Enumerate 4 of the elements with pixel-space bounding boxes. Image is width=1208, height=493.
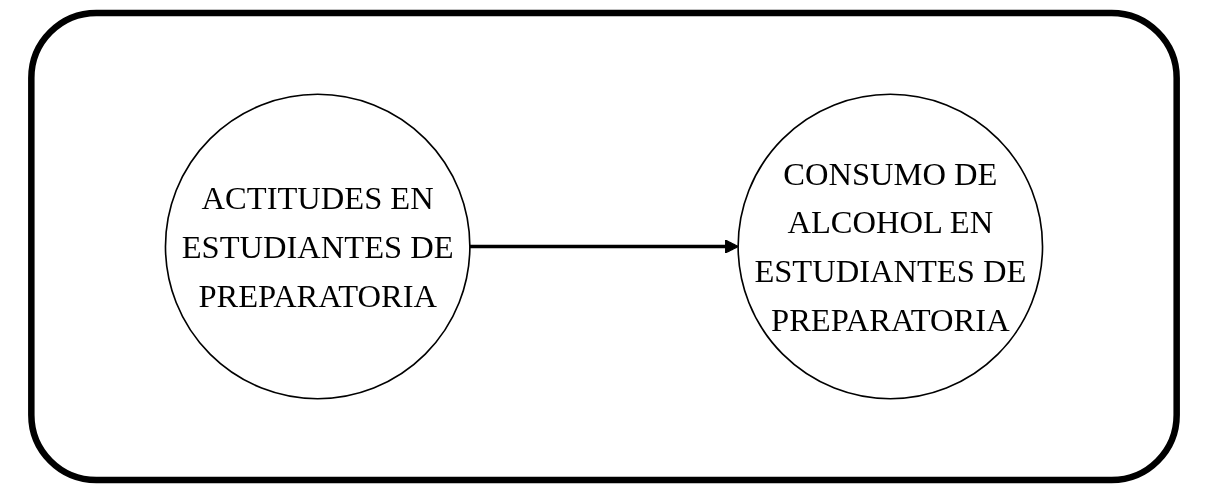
arrow	[469, 239, 739, 254]
node-circle: CONSUMO DE ALCOHOL EN ESTUDIANTES DE PREPARATORIA	[737, 93, 1044, 400]
node-circle: ACTITUDES EN ESTUDIANTES DE PREPARATORIA	[164, 93, 471, 400]
cluster	[28, 9, 1180, 484]
